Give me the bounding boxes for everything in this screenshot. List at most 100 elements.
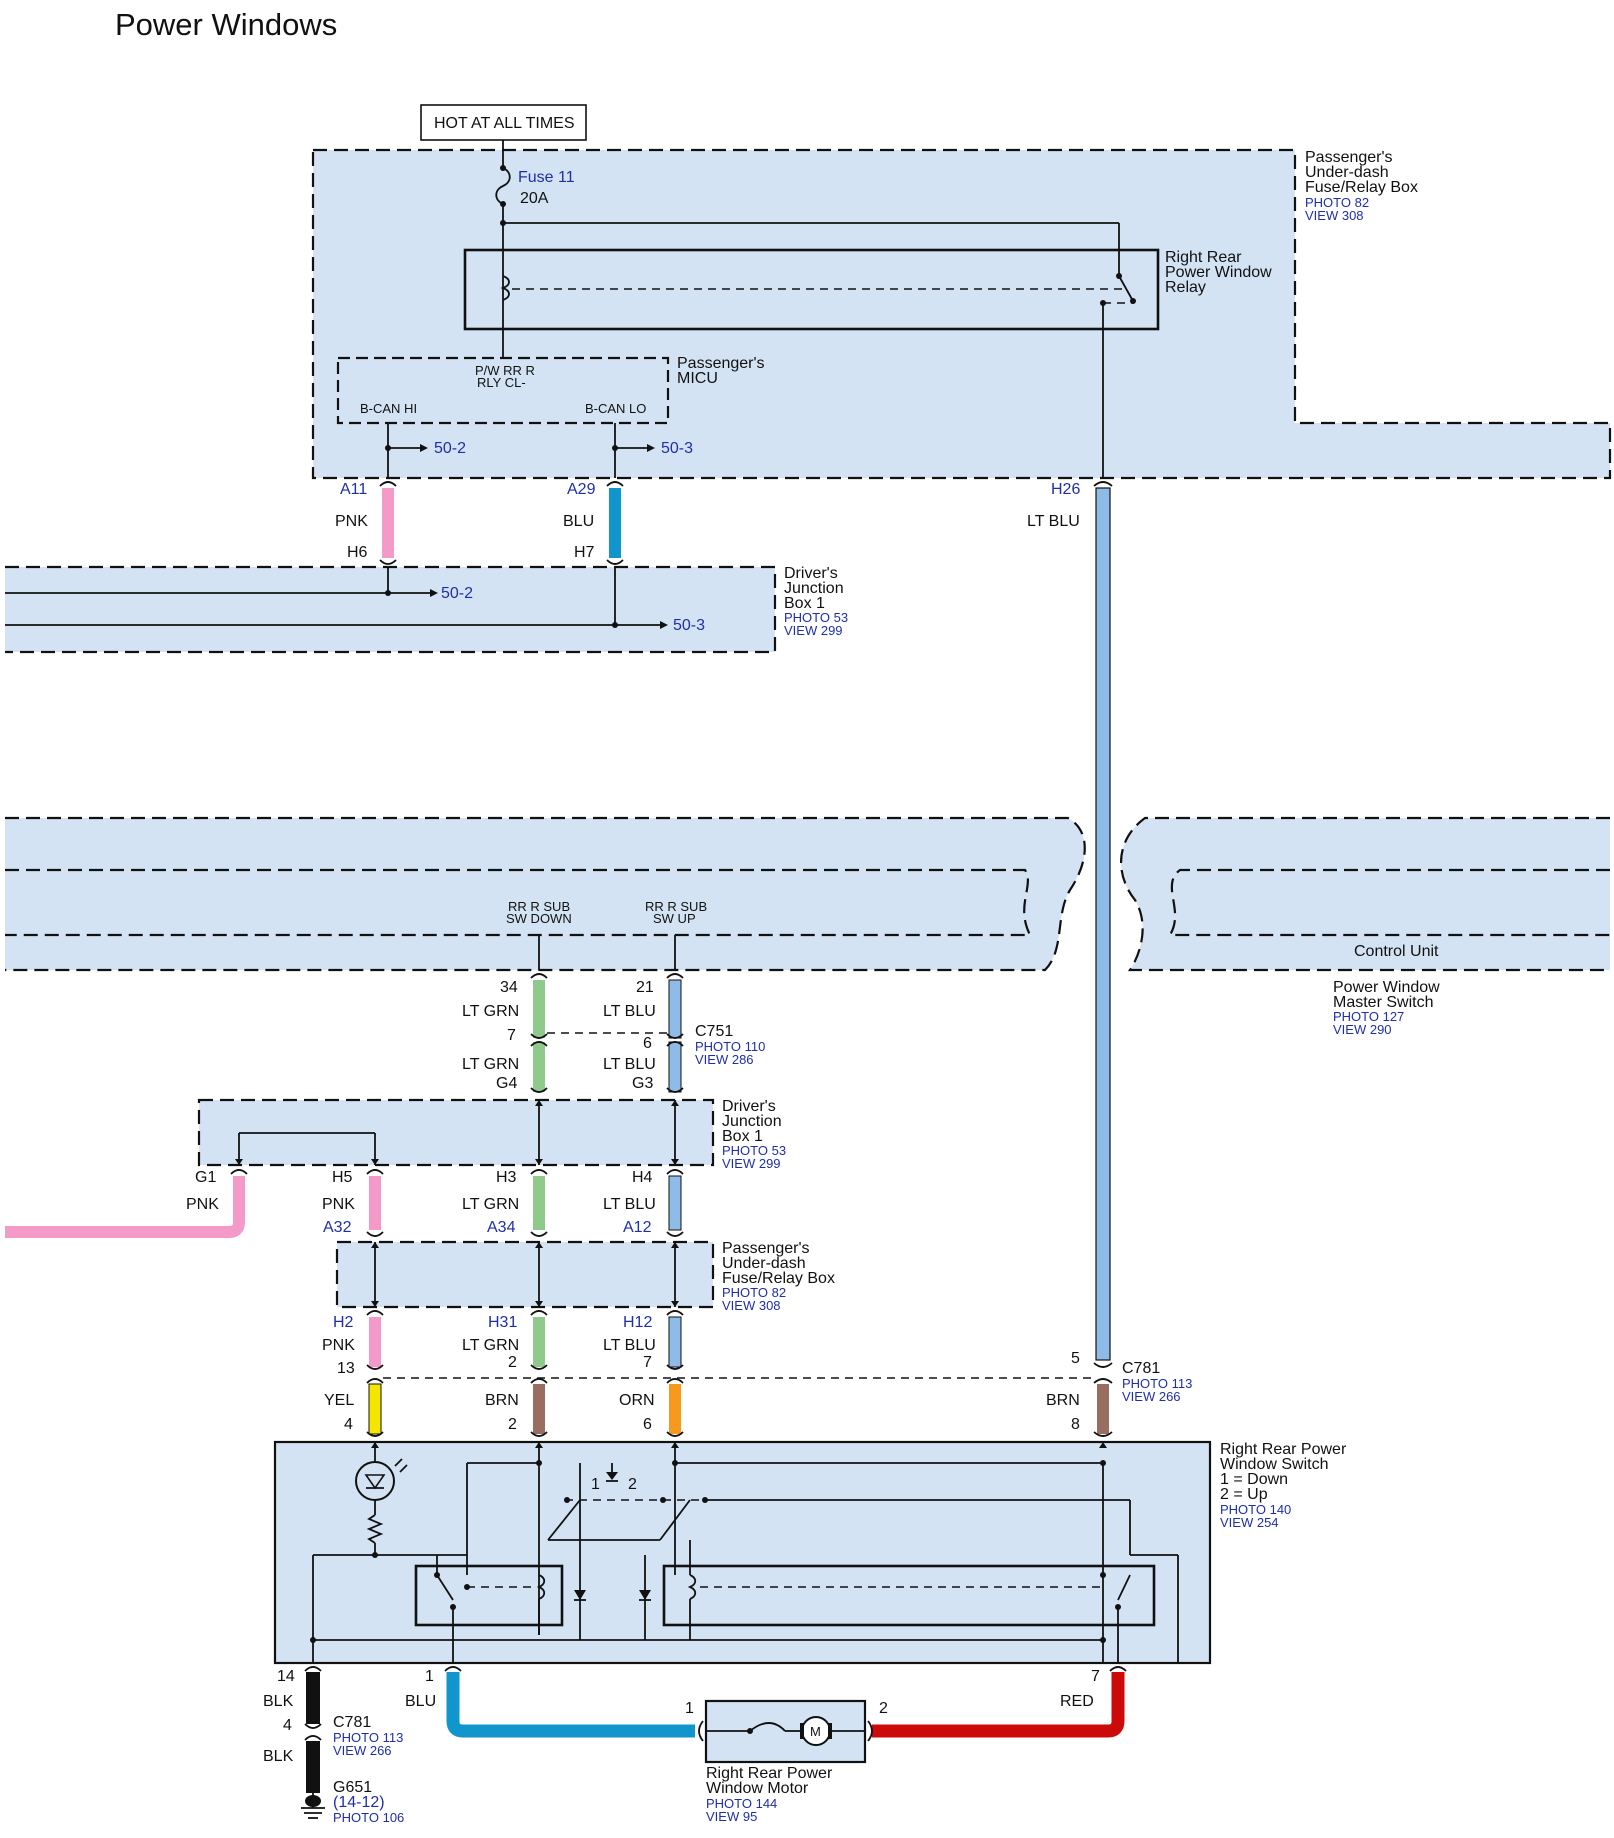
conn-a11: A11	[340, 481, 367, 498]
right-rear-power-window-switch: Right Rear Power Window Switch 1 = Down …	[273, 1440, 1347, 1665]
fuse-rating: 20A	[520, 190, 549, 207]
rr-switch-name-4: 2 = Up	[1220, 1486, 1268, 1503]
ground-g651: G651	[333, 1779, 372, 1796]
wire-pnk-g1: PNK	[186, 1196, 219, 1213]
wire-yel-label: YEL	[324, 1392, 354, 1409]
pass-box-top-name-3: Fuse/Relay Box	[1305, 179, 1418, 196]
pass-box-mid-view: VIEW 308	[722, 1298, 781, 1313]
djb-top-name-1: Driver's	[784, 565, 838, 582]
c781-wires: H2 PNK H31 LT GRN H12 LT BLU 13 2 7 5 C7…	[322, 1310, 1192, 1437]
rr-switch-name-1: Right Rear Power	[1220, 1441, 1347, 1458]
c781-pin-5: 5	[1071, 1350, 1080, 1367]
motor-pin-1: 1	[685, 1700, 694, 1717]
wire-ltgrn-h3: LT GRN	[462, 1196, 519, 1213]
c781-view: VIEW 266	[1122, 1389, 1181, 1404]
wire-brn-label: BRN	[485, 1392, 519, 1409]
master-switch-name-2: Master Switch	[1333, 994, 1433, 1011]
wire-blu-label-top: BLU	[563, 513, 594, 530]
c751-photo: PHOTO 110	[695, 1039, 765, 1054]
conn-a34: A34	[487, 1219, 516, 1236]
motor-pin-2: 2	[879, 1700, 888, 1717]
bottom-pin-1: 1	[425, 1668, 434, 1685]
c751-pin-7: 7	[507, 1027, 516, 1044]
sw-down-label-2: SW DOWN	[506, 911, 572, 926]
motor-view: VIEW 95	[706, 1809, 757, 1824]
c751-ltgrn-2: LT GRN	[462, 1056, 519, 1073]
wire-blu-label-bottom: BLU	[405, 1693, 436, 1710]
conn-h5: H5	[332, 1169, 353, 1186]
sw-up-label-2: SW UP	[653, 911, 696, 926]
pass-box-top-photo: PHOTO 82	[1305, 195, 1369, 210]
c751-view: VIEW 286	[695, 1052, 754, 1067]
motor-name-1: Right Rear Power	[706, 1765, 833, 1782]
pass-box-mid-name-1: Passenger's	[722, 1240, 810, 1257]
driver-junction-box-mid: Driver's Junction Box 1 PHOTO 53 VIEW 29…	[197, 1098, 786, 1171]
rr-switch-view: VIEW 254	[1220, 1515, 1279, 1530]
bottom-section: 14 BLK 4 BLK C781 PHOTO 113 VIEW 266 G65…	[263, 1666, 1127, 1825]
conn-h31: H31	[488, 1314, 517, 1331]
wire-pnk-label-top: PNK	[335, 513, 368, 530]
wire-ltgrn-h31: LT GRN	[462, 1337, 519, 1354]
wire-red-label: RED	[1060, 1693, 1094, 1710]
bottom-c781-view: VIEW 266	[333, 1743, 392, 1758]
c751-g3: G3	[632, 1075, 653, 1092]
motor-m-symbol: M	[810, 1724, 821, 1739]
passenger-micu: P/W RR R RLY CL- B-CAN HI B-CAN LO Passe…	[336, 355, 765, 478]
rr-switch-pos-2: 2	[628, 1476, 637, 1493]
motor-name-2: Window Motor	[706, 1780, 809, 1797]
wire-blu-top	[606, 481, 624, 565]
c781-pin-2: 2	[508, 1354, 517, 1371]
relay-name-3: Relay	[1165, 279, 1206, 296]
djb-mid-name-2: Junction	[722, 1113, 782, 1130]
pass-box-top-name-2: Under-dash	[1305, 164, 1389, 181]
conn-g1: G1	[195, 1169, 216, 1186]
pass-box-top-name-1: Passenger's	[1305, 149, 1393, 166]
conn-h26: H26	[1051, 481, 1080, 498]
conn-h2: H2	[333, 1314, 354, 1331]
wire-brn2-label: BRN	[1046, 1392, 1080, 1409]
right-rear-power-window-relay: Right Rear Power Window Relay	[463, 222, 1272, 478]
control-unit-label: Control Unit	[1354, 943, 1439, 960]
wire-ltblu-h12: LT BLU	[603, 1337, 656, 1354]
master-switch-view: VIEW 290	[1333, 1022, 1392, 1037]
c751-ltblu-1: LT BLU	[603, 1003, 656, 1020]
micu-bcan-lo: B-CAN LO	[585, 401, 646, 416]
c781-pin-13: 13	[337, 1360, 355, 1377]
conn-a29: A29	[567, 481, 596, 498]
master-switch-photo: PHOTO 127	[1333, 1009, 1404, 1024]
conn-a12: A12	[623, 1219, 652, 1236]
conn-h7: H7	[574, 544, 595, 561]
c781-photo: PHOTO 113	[1122, 1376, 1192, 1391]
djb-mid-name-1: Driver's	[722, 1098, 776, 1115]
conn-h6: H6	[347, 544, 368, 561]
c751-ltblu-2: LT BLU	[603, 1056, 656, 1073]
passenger-fuse-box-top: Passenger's Under-dash Fuse/Relay Box PH…	[311, 148, 1612, 480]
rr-switch-pos-1: 1	[591, 1476, 600, 1493]
passenger-fuse-box-mid: Passenger's Under-dash Fuse/Relay Box PH…	[335, 1240, 835, 1313]
c781-pin-2b: 2	[508, 1416, 517, 1433]
wire-pnk-h5: PNK	[322, 1196, 355, 1213]
pass-box-mid-name-2: Under-dash	[722, 1255, 806, 1272]
hot-at-all-times-label: HOT AT ALL TIMES	[434, 115, 575, 132]
c751-pin-6: 6	[643, 1035, 652, 1052]
c781-pin-4: 4	[344, 1416, 353, 1433]
bottom-pin-14: 14	[277, 1668, 295, 1685]
wire-blk-label-1: BLK	[263, 1693, 294, 1710]
relay-name-1: Right Rear	[1165, 249, 1242, 266]
hot-at-all-times-box: HOT AT ALL TIMES	[420, 104, 587, 141]
c781-pin-8: 8	[1071, 1416, 1080, 1433]
micu-pin-label-2: RLY CL-	[477, 375, 526, 390]
djb-top-photo: PHOTO 53	[784, 610, 848, 625]
master-switch-name-1: Power Window	[1333, 979, 1440, 996]
wire-ltblu-long	[1093, 481, 1113, 1361]
sw-up-label-1: RR R SUB	[645, 899, 707, 914]
conn-a32: A32	[323, 1219, 352, 1236]
mid-wires: G1 PNK H5 PNK A32 H3 LT GRN A34 H4 LT BL…	[5, 1169, 684, 1238]
c781-name: C781	[1122, 1360, 1160, 1377]
ref-50-2-a: 50-2	[434, 440, 466, 457]
wire-orn-label: ORN	[619, 1392, 655, 1409]
micu-name-1: Passenger's	[677, 355, 765, 372]
djb-top-name-2: Junction	[784, 580, 844, 597]
rr-switch-name-2: Window Switch	[1220, 1456, 1328, 1473]
